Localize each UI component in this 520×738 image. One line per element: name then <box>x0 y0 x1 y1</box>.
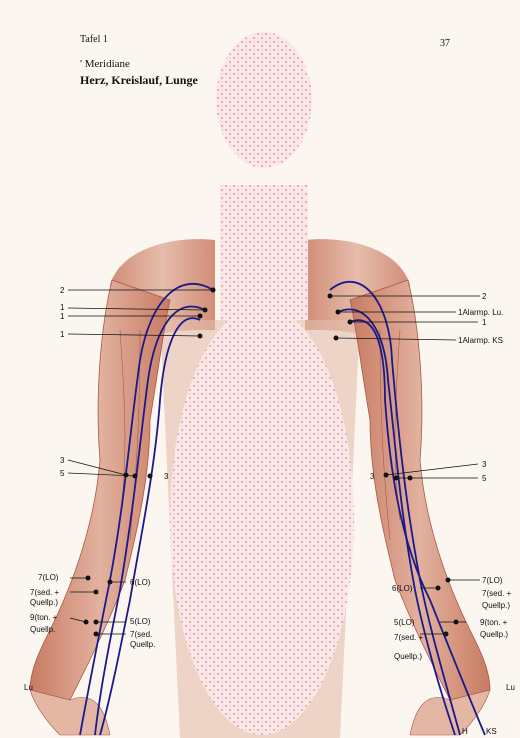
label-quellp3: Quellp. <box>130 640 155 649</box>
label-l2: 2 <box>60 286 65 295</box>
label-quellp2: Quellp. <box>30 625 55 634</box>
label-sed7b: 7(sed. <box>130 630 152 639</box>
label-r-lo6: 6(LO) <box>392 584 413 593</box>
label-h: H <box>462 727 468 736</box>
label-r3: 3 <box>482 460 487 469</box>
label-l5: 5 <box>60 469 65 478</box>
label-ton9: 9(ton. + <box>30 613 58 622</box>
label-lo7: 7(LO) <box>38 573 59 582</box>
label-r1: 1 <box>482 318 487 327</box>
label-r-sed7: 7(sed. + <box>482 589 511 598</box>
label-alarm-ks: 1Alarmp. KS <box>458 336 503 345</box>
label-sed7: 7(sed. + <box>30 588 59 597</box>
label-r-quellp2: Quellp.) <box>480 630 508 639</box>
label-l1c: 1 <box>60 330 65 339</box>
left-arm <box>30 280 170 735</box>
redacted-figure <box>170 32 354 735</box>
label-ks: KS <box>486 727 497 736</box>
label-r-quellp1: Quellp.) <box>482 601 510 610</box>
label-lu-right: Lu <box>506 683 515 692</box>
label-r2: 2 <box>482 292 487 301</box>
label-r-quellp3: Quellp.) <box>394 652 422 661</box>
label-r5: 5 <box>482 474 487 483</box>
label-r-sed7b: 7(sed. + <box>394 633 423 642</box>
label-lu-left: Lu <box>24 683 33 692</box>
label-r-lo5: 5(LO) <box>394 618 415 627</box>
right-arm <box>350 280 490 735</box>
label-l3: 3 <box>60 456 65 465</box>
label-l1b: 1 <box>60 312 65 321</box>
label-alarm-lu: 1Alarmp. Lu. <box>458 308 503 317</box>
label-r3b: 3 <box>370 472 375 481</box>
label-r-ton9: 9(ton. + <box>480 618 508 627</box>
label-l1a: 1 <box>60 303 65 312</box>
label-lo6: 6(LO) <box>130 578 151 587</box>
label-l3b: 3 <box>164 472 169 481</box>
label-lo5: 5(LO) <box>130 617 151 626</box>
label-r-lo7: 7(LO) <box>482 576 503 585</box>
label-quellp1: Quellp.) <box>30 598 58 607</box>
